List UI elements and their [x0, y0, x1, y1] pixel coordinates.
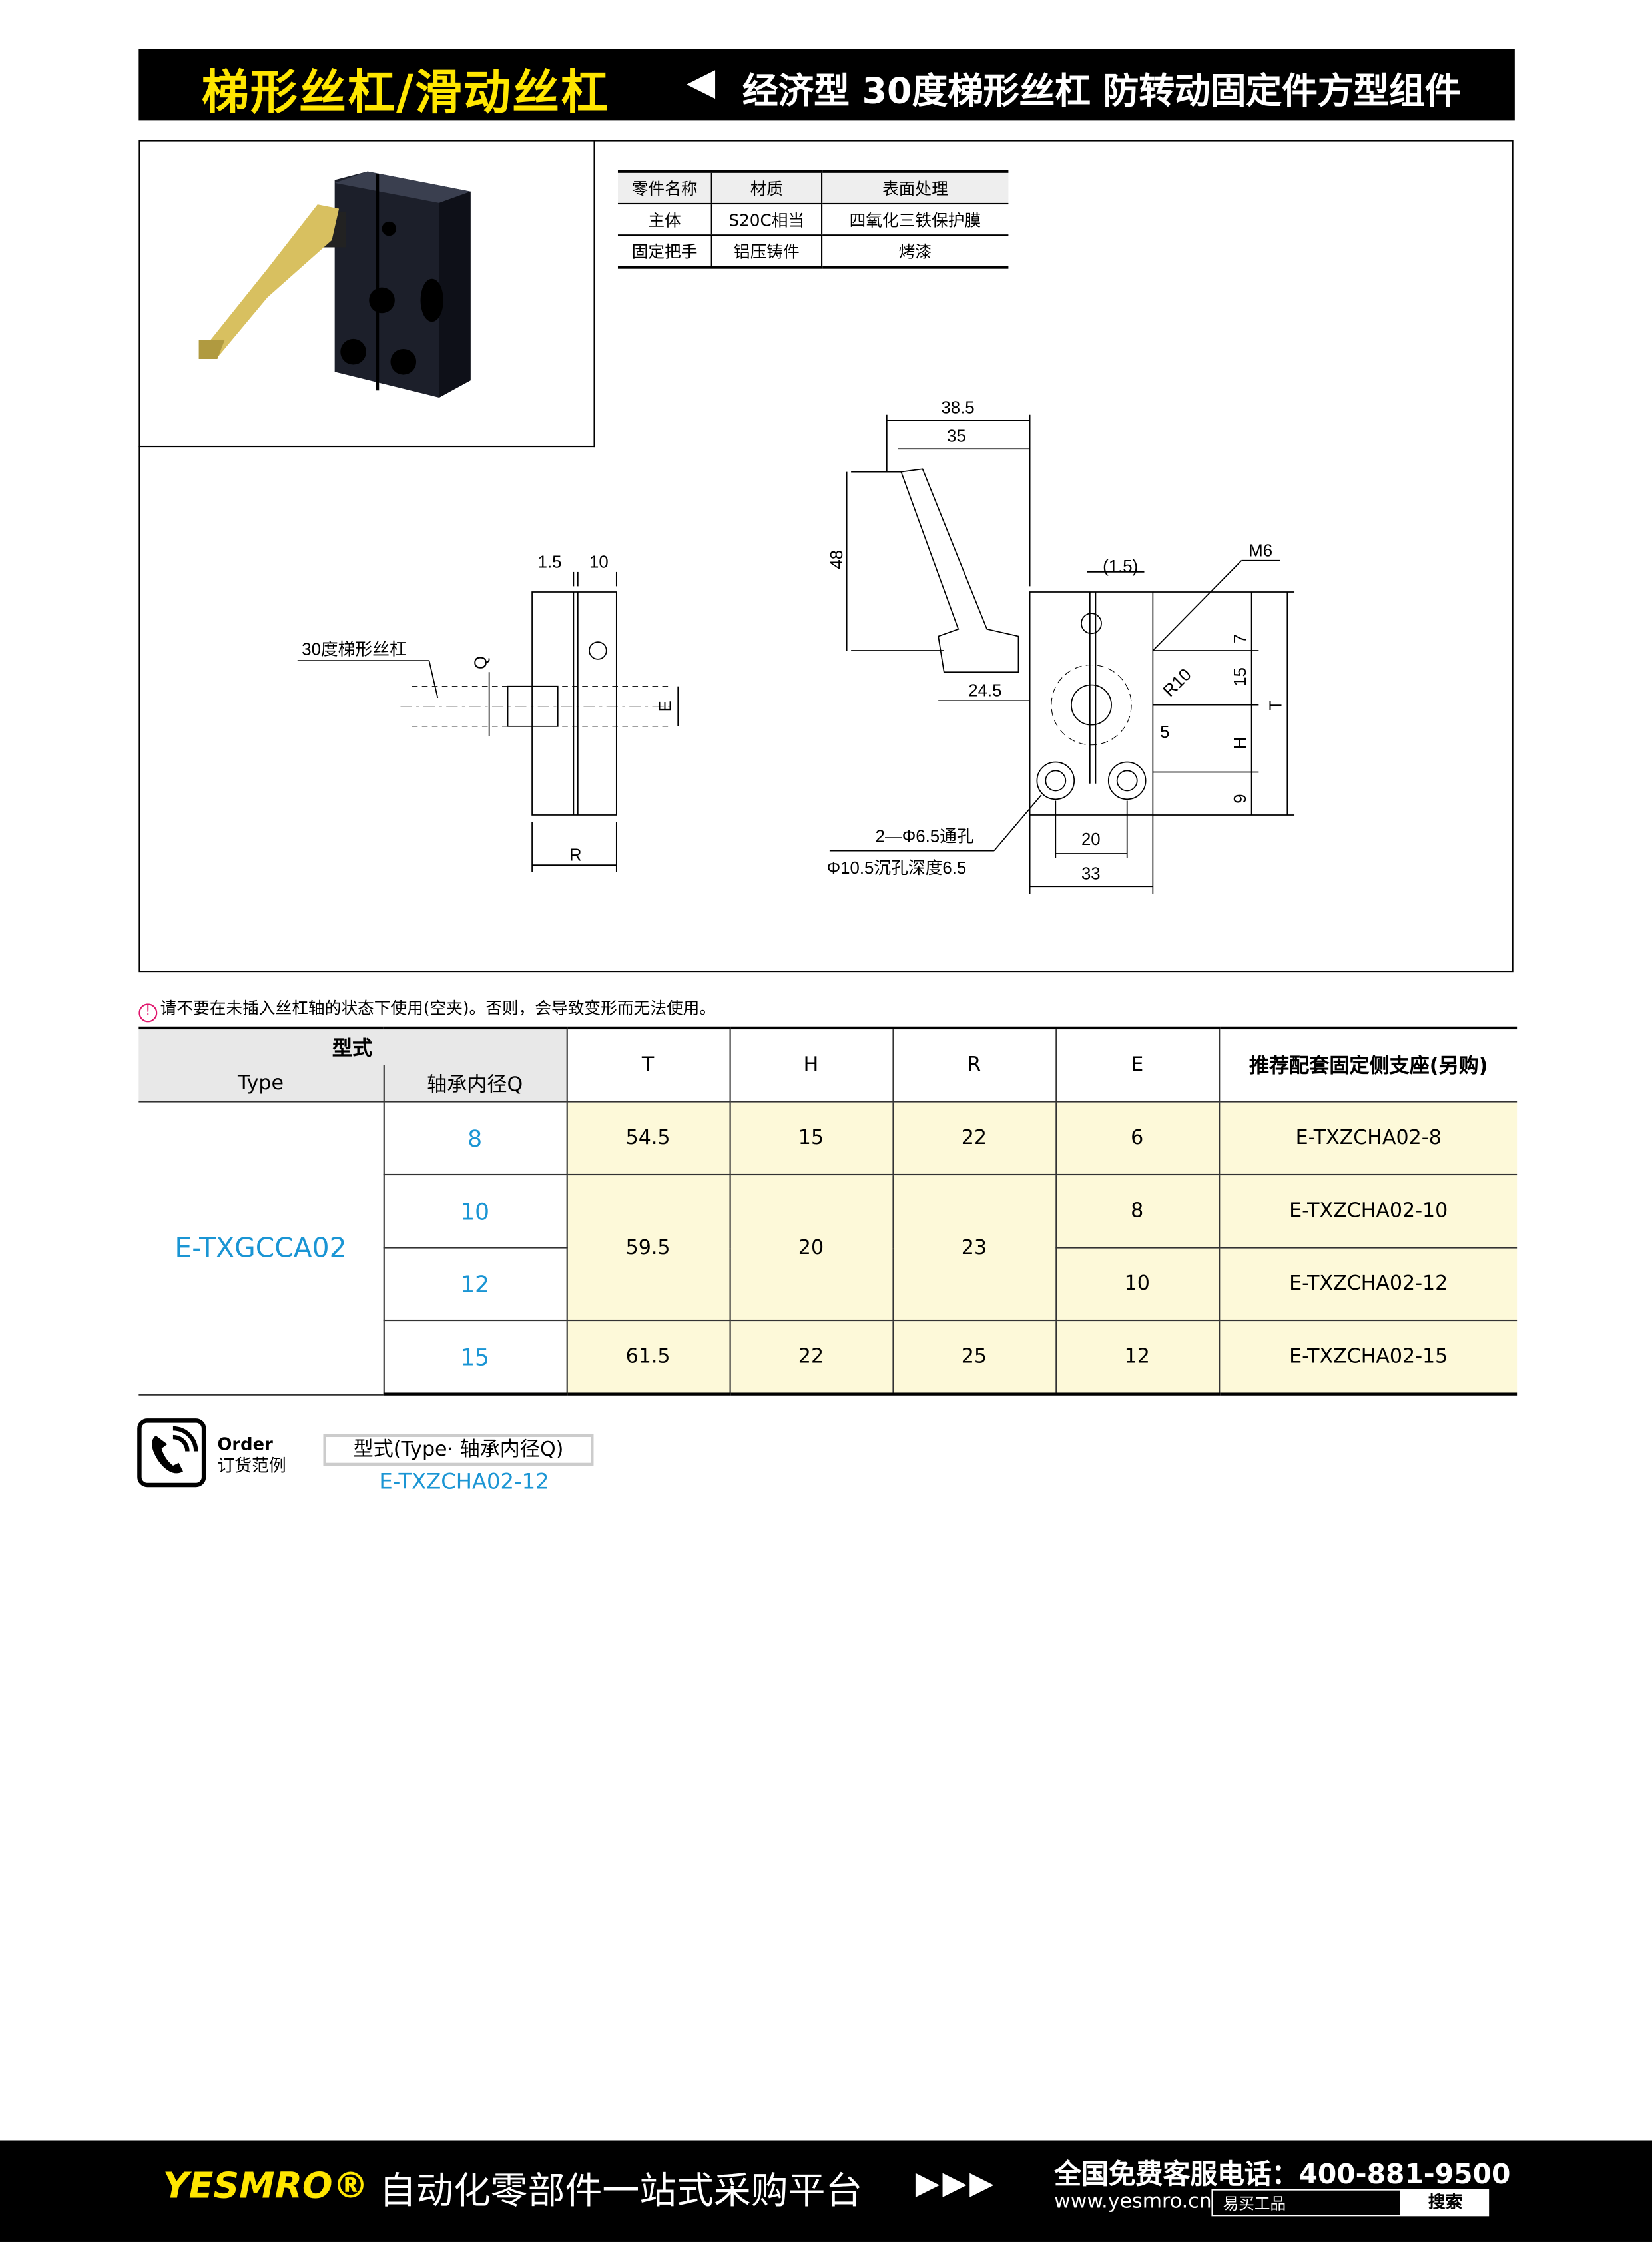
slogan: 自动化零部件一站式采购平台	[379, 2170, 863, 2214]
q-value[interactable]: 10	[383, 1173, 567, 1249]
q-value[interactable]: 8	[382, 1101, 567, 1176]
product-title: 经济型 30度梯形丝杠 防转动固定件方型组件	[742, 70, 1461, 112]
materials-header-row: 零件名称 材质 表面处理	[617, 170, 1009, 205]
website-link[interactable]: www.yesmro.cn	[1054, 2190, 1212, 2214]
dim-7: 7	[1231, 634, 1250, 643]
order-example: E-TXZCHA02-12	[379, 1468, 549, 1494]
cell: 四氧化三铁保护膜	[820, 203, 1009, 236]
warning-icon: !	[138, 1003, 158, 1023]
dim-15: 15	[1231, 667, 1250, 687]
h-value: 20	[728, 1173, 894, 1322]
technical-drawings: 1.5 10 30度梯形丝杠 Q E R	[297, 399, 1295, 894]
thread-label: 30度梯形丝杠	[302, 639, 407, 659]
recommended-part: E-TXZCHA02-8	[1218, 1101, 1518, 1176]
recommended-part: E-TXZCHA02-12	[1218, 1247, 1518, 1322]
header-q: 轴承内径Q	[382, 1065, 567, 1103]
cell: 固定把手	[617, 235, 712, 269]
product-image	[198, 171, 471, 398]
dim-38-5: 38.5	[941, 399, 974, 418]
materials-row: 固定把手 铝压铸件 烤漆	[617, 235, 1009, 269]
warning-text: 请不要在未插入丝杠轴的状态下使用(空夹)。否则，会导致变形而无法使用。	[160, 997, 716, 1018]
hotline: 全国免费客服电话：400-881-9500	[1054, 2159, 1511, 2191]
materials-row: 主体 S20C相当 四氧化三铁保护膜	[617, 203, 1009, 236]
dim-h: H	[1231, 737, 1250, 750]
dim-20: 20	[1081, 830, 1101, 849]
cell: 铝压铸件	[711, 235, 822, 269]
arrows-icon: ▶▶▶	[915, 2166, 997, 2202]
e-value: 12	[1055, 1319, 1220, 1396]
header-t: T	[565, 1026, 730, 1103]
search-button[interactable]: 搜索	[1402, 2189, 1490, 2217]
order-format: 型式(Type· 轴承内径Q)	[323, 1434, 594, 1466]
hole-label-counterbore: Φ10.5沉孔深度6.5	[827, 858, 967, 878]
brand-logo: YESMRO®	[162, 2165, 369, 2207]
t-value: 59.5	[565, 1173, 730, 1322]
r-value: 22	[892, 1101, 1057, 1176]
order-en: Order	[217, 1434, 273, 1454]
e-value: 8	[1055, 1173, 1220, 1249]
header-finish: 表面处理	[820, 170, 1009, 205]
front-view-drawing: 38.5 35 48 24.5 (1.5) M6 R10 7 15 T H 5 …	[827, 399, 1295, 894]
recommended-part: E-TXZCHA02-15	[1218, 1319, 1518, 1396]
header-h: H	[728, 1026, 894, 1103]
q-value[interactable]: 12	[383, 1247, 567, 1322]
r-value: 25	[892, 1319, 1057, 1396]
e-value: 6	[1055, 1101, 1220, 1176]
category-title: 梯形丝杠/滑动丝杠	[201, 64, 610, 121]
materials-table: 零件名称 材质 表面处理 主体 S20C相当 四氧化三铁保护膜 固定把手 铝压铸…	[617, 170, 1009, 269]
dim-1-5: 1.5	[538, 553, 562, 571]
hole-label-through: 2—Φ6.5通孔	[876, 828, 974, 846]
triangle-left-icon	[687, 70, 716, 99]
header-type: Type	[138, 1065, 384, 1103]
dim-r10: R10	[1160, 665, 1195, 701]
header-r: R	[892, 1026, 1057, 1103]
header-model: 型式	[138, 1026, 567, 1065]
spec-table: 型式 T H R E 推荐配套固定侧支座(另购) Type 轴承内径Q E-TX…	[138, 1026, 1518, 1396]
order-cn: 订货范例	[217, 1455, 286, 1476]
warning-note: !请不要在未插入丝杠轴的状态下使用(空夹)。否则，会导致变形而无法使用。	[138, 997, 716, 1023]
dim-48: 48	[828, 550, 846, 569]
phone-icon	[137, 1418, 206, 1488]
cell: S20C相当	[711, 203, 822, 236]
header-part: 零件名称	[617, 170, 712, 205]
footer-banner: YESMRO® 自动化零部件一站式采购平台 ▶▶▶ 全国免费客服电话：400-8…	[0, 2140, 1652, 2242]
dim-5: 5	[1160, 723, 1169, 742]
title-bar: 梯形丝杠/滑动丝杠 经济型 30度梯形丝杠 防转动固定件方型组件	[138, 49, 1515, 121]
e-value: 10	[1055, 1247, 1220, 1322]
order-label: Order 订货范例	[218, 1434, 286, 1477]
header-material: 材质	[711, 170, 822, 205]
dim-r: R	[569, 846, 582, 865]
r-value: 23	[892, 1173, 1057, 1322]
side-view-drawing: 1.5 10 30度梯形丝杠 Q E R	[297, 553, 679, 872]
thread-m6: M6	[1248, 541, 1272, 560]
t-value: 54.5	[565, 1101, 730, 1176]
dim-e: E	[656, 701, 675, 712]
cell: 烤漆	[820, 235, 1009, 269]
q-value[interactable]: 15	[383, 1319, 567, 1396]
recommended-part: E-TXZCHA02-10	[1218, 1173, 1518, 1249]
t-value: 61.5	[565, 1319, 730, 1396]
product-photo	[138, 140, 595, 448]
table-row: 15 61.5 22 25 12 E-TXZCHA02-15	[138, 1319, 1518, 1396]
dim-t: T	[1267, 700, 1286, 710]
dim-q: Q	[471, 656, 490, 669]
table-row: E-TXGCCA02 8 54.5 15 22 6 E-TXZCHA02-8	[138, 1101, 1518, 1395]
dim-1-5-paren: (1.5)	[1103, 557, 1138, 576]
header-e: E	[1055, 1026, 1220, 1103]
dim-35: 35	[947, 427, 966, 446]
h-value: 15	[728, 1101, 894, 1176]
table-row: 12 10 E-TXZCHA02-12	[138, 1247, 1518, 1322]
cell: 主体	[617, 203, 712, 236]
drawing-frame	[138, 140, 1514, 973]
header-recommended: 推荐配套固定侧支座(另购)	[1218, 1026, 1518, 1103]
h-value: 22	[728, 1319, 894, 1396]
search-input[interactable]: 易买工品	[1211, 2189, 1402, 2217]
dim-10: 10	[589, 553, 609, 571]
dim-33: 33	[1081, 865, 1101, 884]
dim-9: 9	[1231, 794, 1250, 803]
type-code[interactable]: E-TXGCCA02	[138, 1101, 384, 1395]
dim-24-5: 24.5	[968, 682, 1001, 701]
table-row: 10 59.5 20 23 8 E-TXZCHA02-10	[138, 1173, 1518, 1322]
